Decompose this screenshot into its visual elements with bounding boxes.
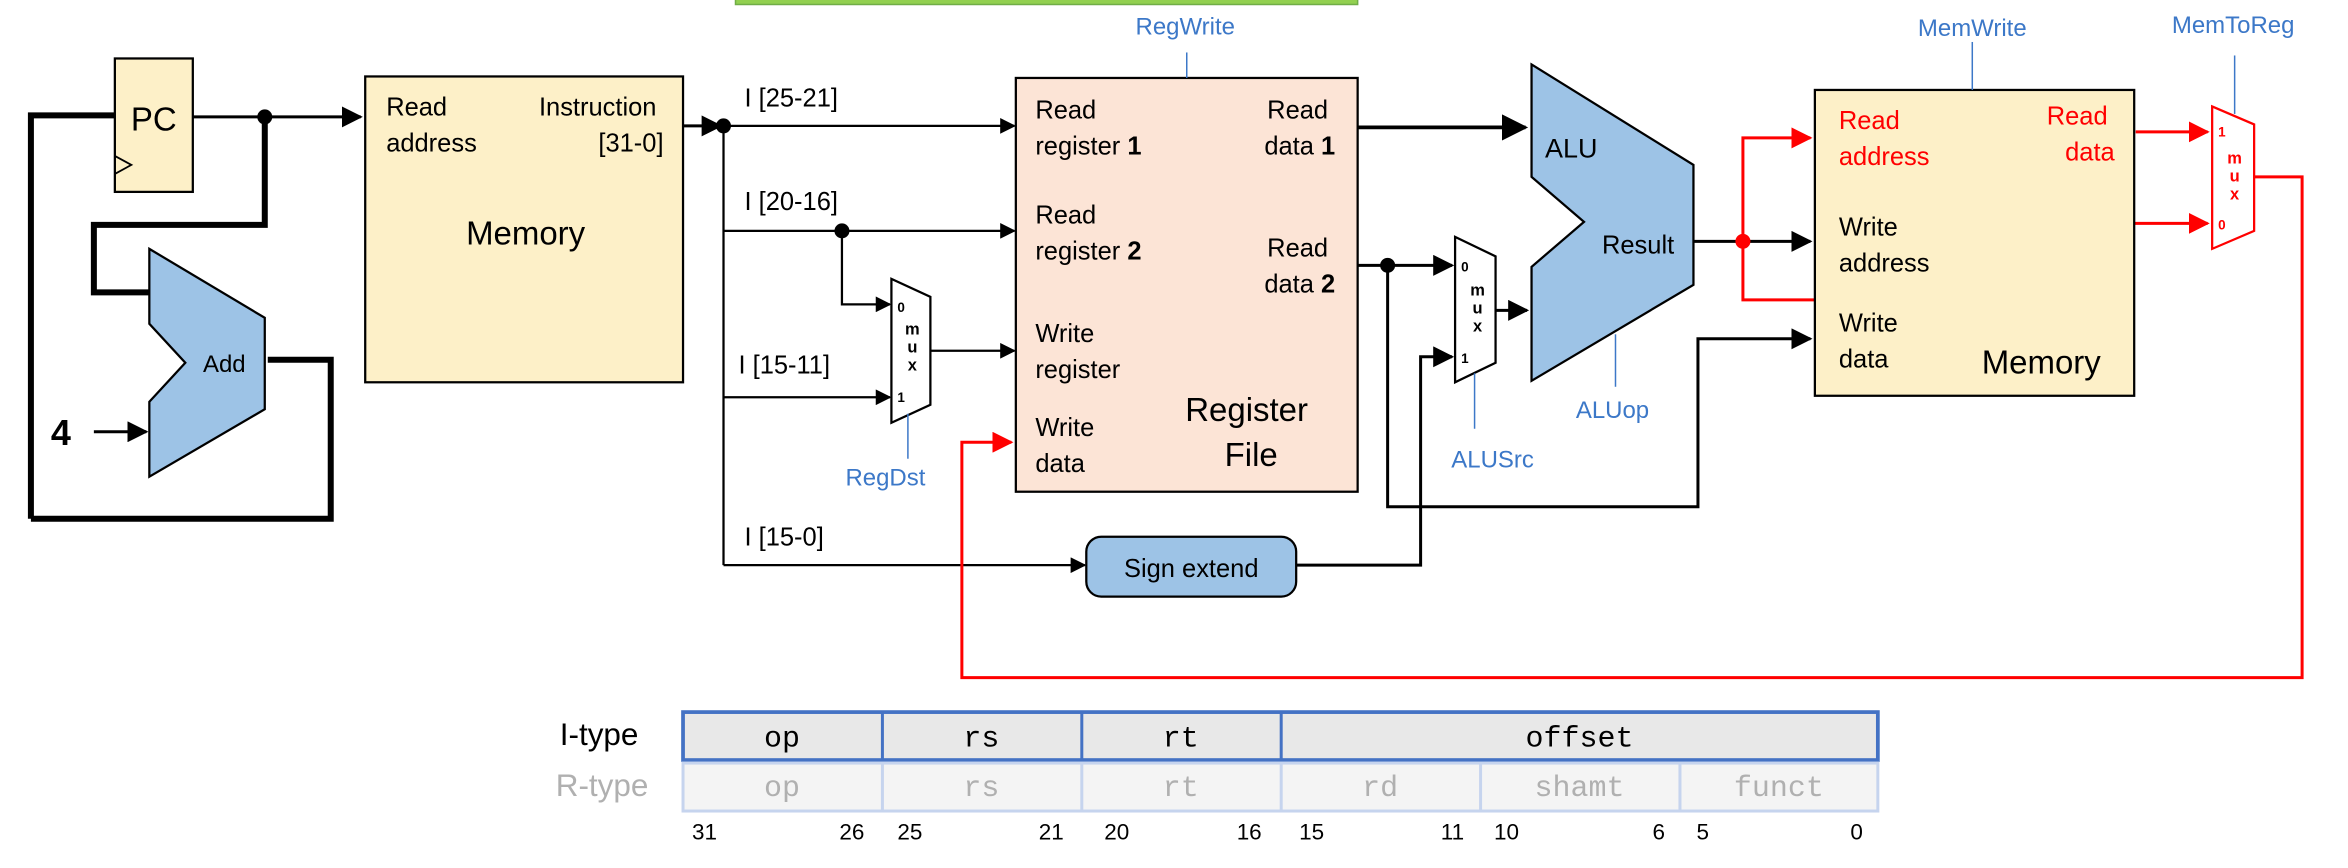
svg-text:1: 1 bbox=[2218, 124, 2226, 139]
svg-text:6: 6 bbox=[1652, 820, 1665, 845]
svg-text:10: 10 bbox=[1494, 820, 1519, 845]
clock-edge-icon bbox=[114, 155, 134, 175]
r-type-field-op: op bbox=[764, 772, 800, 806]
imem-instruction-label: Instruction [31-0] bbox=[539, 93, 664, 157]
alu: ALU Result bbox=[1530, 62, 1695, 383]
top-bar bbox=[734, 0, 1359, 6]
dmem-write-address-label: Write address bbox=[1839, 213, 1930, 277]
r-type-field-rd: rd bbox=[1362, 772, 1398, 806]
rf-read-data-1: Read data 1 bbox=[1264, 96, 1335, 160]
data-memory: Read address Write address Write data Re… bbox=[1813, 88, 2136, 397]
svg-text:m: m bbox=[1470, 281, 1485, 299]
rf-write-reg: Write register bbox=[1035, 320, 1120, 384]
rf-read-reg-2: Read register 2 bbox=[1035, 201, 1141, 265]
svg-text:x: x bbox=[2230, 185, 2240, 203]
field-label-rt: I [20-16] bbox=[744, 188, 837, 216]
dmem-write-data-label: Write data bbox=[1839, 309, 1905, 373]
regwrite-label: RegWrite bbox=[1136, 13, 1235, 40]
svg-text:16: 16 bbox=[1237, 820, 1262, 845]
alusrc-mux: 0 1 m u x bbox=[1453, 235, 1497, 385]
alu-result-label: Result bbox=[1602, 231, 1674, 259]
adder-constant: 4 bbox=[51, 412, 71, 453]
instruction-field-wires bbox=[683, 115, 1087, 574]
memtoreg-label: MemToReg bbox=[2172, 12, 2295, 39]
svg-text:m: m bbox=[2227, 149, 2242, 167]
i-type-field-rt: rt bbox=[1163, 723, 1199, 757]
r-type-label: R-type bbox=[556, 768, 649, 803]
rt-junction-dot bbox=[834, 223, 850, 239]
bit-positions: 31 26 25 21 20 16 15 11 10 6 5 0 bbox=[692, 820, 1863, 845]
pc-loop-wires bbox=[27, 106, 363, 522]
svg-text:25: 25 bbox=[897, 820, 922, 845]
imem-title: Memory bbox=[466, 214, 586, 251]
rf-read-data-2: Read data 2 bbox=[1264, 234, 1335, 298]
imem-read-address-label: Read address bbox=[386, 93, 477, 157]
svg-text:0: 0 bbox=[897, 300, 905, 315]
r-type-field-rs: rs bbox=[963, 772, 999, 806]
instruction-junction-dot bbox=[716, 118, 732, 134]
pc-adder: Add bbox=[148, 246, 266, 479]
rf-write-data: Write data bbox=[1035, 414, 1101, 478]
field-label-imm: I [15-0] bbox=[744, 524, 823, 552]
svg-text:u: u bbox=[1473, 299, 1483, 317]
i-type-field-op: op bbox=[764, 723, 800, 757]
svg-text:x: x bbox=[908, 356, 918, 374]
regdst-mux: 0 1 m u x bbox=[890, 277, 932, 425]
svg-text:0: 0 bbox=[1850, 820, 1863, 845]
pc-register: PC bbox=[113, 57, 194, 194]
register-file: Read register 1 Read register 2 Write re… bbox=[1014, 76, 1359, 493]
alu-wires bbox=[1296, 114, 1813, 567]
memwrite-label: MemWrite bbox=[1918, 15, 2027, 42]
r-type-field-rt: rt bbox=[1163, 772, 1199, 806]
field-label-rd: I [15-11] bbox=[739, 351, 831, 379]
instruction-formats: I-type op rs rt offset R-type op rs rt r… bbox=[556, 710, 1880, 845]
i-type-label: I-type bbox=[560, 717, 639, 752]
svg-text:u: u bbox=[907, 338, 917, 356]
svg-text:20: 20 bbox=[1104, 820, 1129, 845]
sign-extend-unit: Sign extend bbox=[1085, 535, 1298, 598]
result-junction-dot bbox=[1735, 233, 1751, 249]
pc-junction-dot bbox=[257, 109, 273, 125]
svg-text:11: 11 bbox=[1441, 820, 1464, 845]
svg-text:m: m bbox=[905, 320, 920, 338]
sign-extend-label: Sign extend bbox=[1124, 555, 1259, 583]
instruction-memory: Read address Instruction [31-0] Memory bbox=[364, 75, 685, 384]
svg-text:1: 1 bbox=[897, 390, 905, 405]
svg-text:5: 5 bbox=[1696, 820, 1709, 845]
regdst-label: RegDst bbox=[845, 465, 925, 492]
svg-text:x: x bbox=[1473, 317, 1483, 335]
memtoreg-mux: 1 0 m u x bbox=[2211, 104, 2256, 251]
dmem-read-data-label: Read data bbox=[2047, 102, 2116, 166]
i-type-field-rs: rs bbox=[963, 723, 999, 757]
rf-title: Register File bbox=[1185, 391, 1317, 473]
dmem-title: Memory bbox=[1982, 343, 2102, 380]
adder-label: Add bbox=[203, 351, 246, 378]
svg-text:15: 15 bbox=[1299, 820, 1324, 845]
pc-label: PC bbox=[131, 100, 177, 137]
svg-text:31: 31 bbox=[692, 820, 717, 845]
svg-text:26: 26 bbox=[839, 820, 864, 845]
svg-text:1: 1 bbox=[1461, 351, 1469, 366]
r-type-field-funct: funct bbox=[1734, 772, 1824, 806]
svg-text:21: 21 bbox=[1039, 820, 1064, 845]
i-type-field-offset: offset bbox=[1526, 723, 1634, 757]
aluop-label: ALUop bbox=[1576, 397, 1649, 424]
r-type-field-shamt: shamt bbox=[1535, 772, 1625, 806]
read-data-2-junction-dot bbox=[1380, 257, 1396, 273]
svg-text:u: u bbox=[2230, 167, 2240, 185]
dmem-read-address-label: Read address bbox=[1839, 107, 1930, 171]
alusrc-label: ALUSrc bbox=[1451, 447, 1534, 474]
field-label-rs: I [25-21] bbox=[744, 84, 837, 112]
rf-read-reg-1: Read register 1 bbox=[1035, 96, 1141, 160]
svg-text:0: 0 bbox=[1461, 259, 1469, 274]
alu-label: ALU bbox=[1545, 133, 1597, 163]
svg-text:0: 0 bbox=[2218, 217, 2226, 232]
